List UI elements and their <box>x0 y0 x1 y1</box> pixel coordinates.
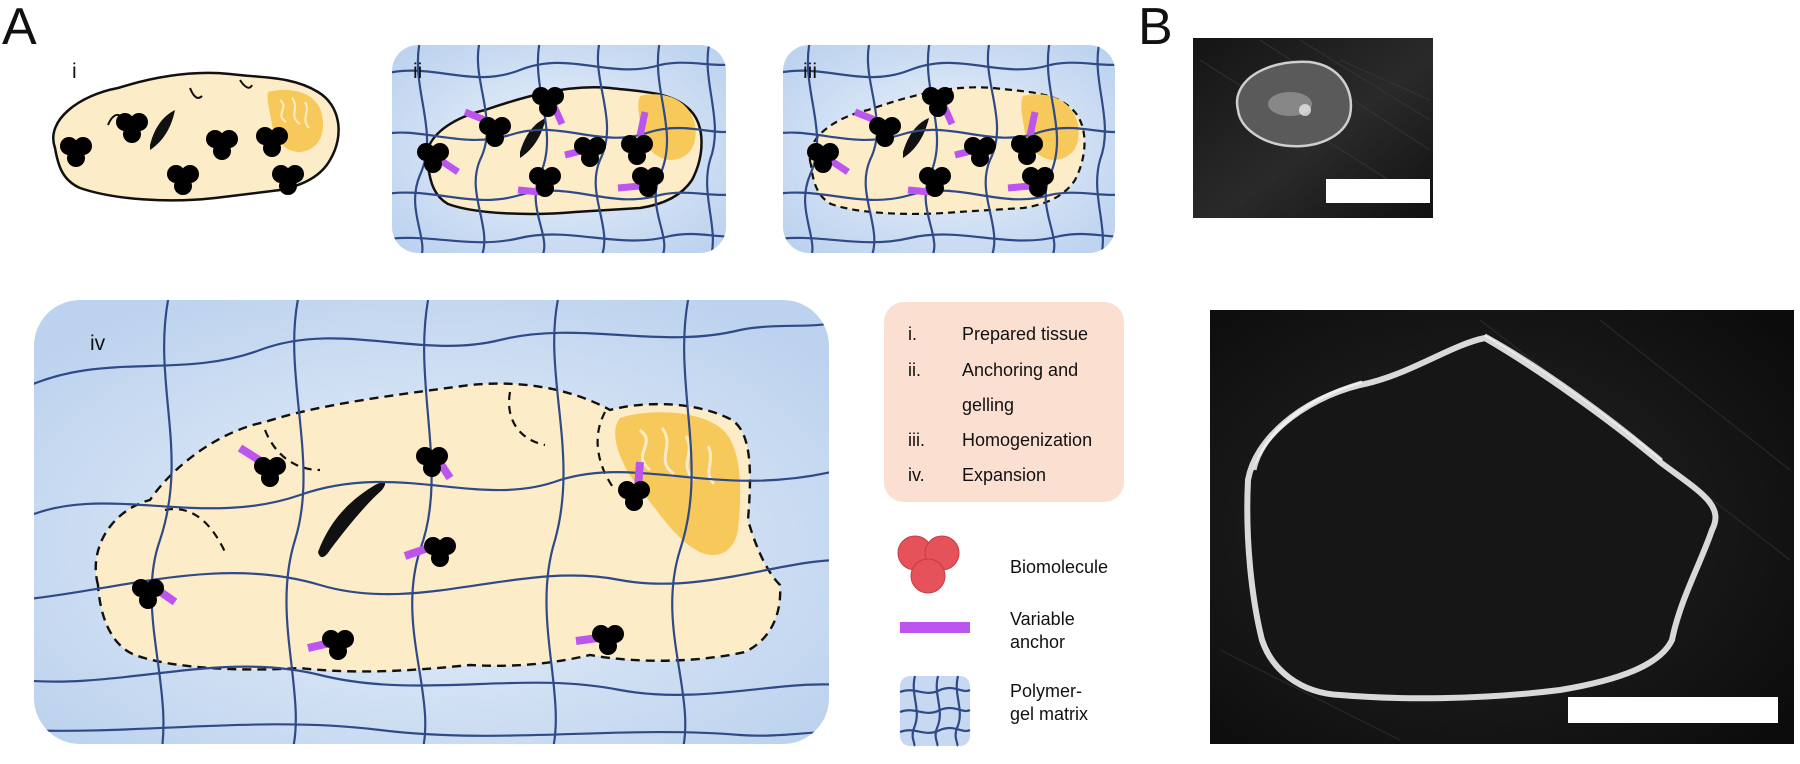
legend-num-i: i. <box>908 324 917 344</box>
gel-sample-expanded <box>1244 334 1719 702</box>
legend-gel-line1: Polymer- <box>1010 681 1082 701</box>
gel-legend-icon <box>899 675 971 747</box>
legend-step-i: Prepared tissue <box>962 324 1088 344</box>
legend-step-ii-line1: Anchoring and <box>962 360 1078 380</box>
ventricle-iv <box>318 482 386 558</box>
panel-label-a: A <box>2 0 37 56</box>
process-legend: i. Prepared tissue ii. Anchoring and gel… <box>884 302 1124 502</box>
biomolecule-legend-icon <box>897 535 960 594</box>
stage-iii-label: iii <box>803 60 817 83</box>
legend-step-ii-line2: gelling <box>962 395 1014 415</box>
scale-bar-large <box>1568 697 1778 723</box>
ventricle-i <box>150 110 175 150</box>
legend-step-iii: Homogenization <box>962 430 1092 450</box>
photo-after-expansion <box>1210 310 1794 744</box>
stage-i-diagram: i <box>52 60 340 202</box>
cerebellum-i <box>267 89 324 152</box>
legend-anchor-line2: anchor <box>1010 632 1065 652</box>
legend-num-iv: iv. <box>908 465 925 485</box>
legend-gel-line2: gel matrix <box>1010 704 1088 724</box>
panel-label-b: B <box>1138 0 1173 56</box>
legend-step-iv: Expansion <box>962 465 1046 485</box>
legend-anchor-line1: Variable <box>1010 609 1075 629</box>
legend-num-ii: ii. <box>908 360 921 380</box>
stage-iv-diagram: iv <box>34 300 829 744</box>
stage-i-label: i <box>72 60 77 83</box>
symbol-legend: Biomolecule Variable anchor Polymer- gel… <box>897 535 1108 747</box>
photo-before-expansion <box>1193 38 1433 218</box>
stage-iv-label: iv <box>90 332 106 355</box>
anchor-legend-icon <box>900 622 970 633</box>
legend-num-iii: iii. <box>908 430 925 450</box>
stage-ii-diagram: ii <box>392 45 726 253</box>
legend-biomolecule-label: Biomolecule <box>1010 557 1108 577</box>
process-legend-box <box>884 302 1124 502</box>
stage-iii-diagram: iii <box>783 45 1115 253</box>
stage-ii-label: ii <box>413 60 422 83</box>
scale-bar-small <box>1326 179 1430 203</box>
